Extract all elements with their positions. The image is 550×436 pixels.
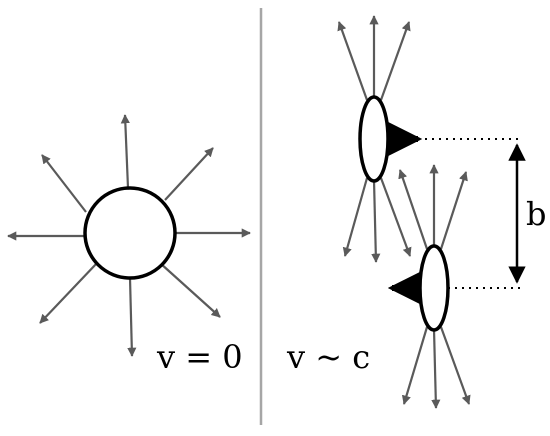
lower-charge-field-lines: [398, 164, 471, 409]
upper-charge-field-lines: [337, 15, 412, 263]
field-line: [164, 147, 214, 201]
field-line: [337, 21, 369, 101]
label-relativistic: v ~ c: [286, 338, 370, 376]
rest-field-lines: [7, 114, 251, 357]
rest-charge: [83, 186, 177, 280]
field-line: [379, 21, 411, 101]
field-line: [41, 154, 87, 213]
field-line: [371, 179, 381, 263]
lower-charge: [418, 244, 450, 332]
field-line: [439, 171, 468, 250]
field-line: [39, 262, 98, 324]
field-line: [439, 326, 471, 405]
field-line: [120, 114, 130, 189]
upper-charge: [358, 95, 390, 183]
field-line: [159, 262, 221, 318]
label-impact-parameter: b: [526, 195, 546, 233]
field-line: [398, 169, 429, 250]
field-line: [127, 277, 137, 357]
field-line: [401, 326, 429, 405]
field-line: [379, 177, 412, 257]
field-line: [342, 177, 369, 257]
label-rest: v = 0: [156, 338, 243, 376]
field-line: [431, 328, 441, 409]
